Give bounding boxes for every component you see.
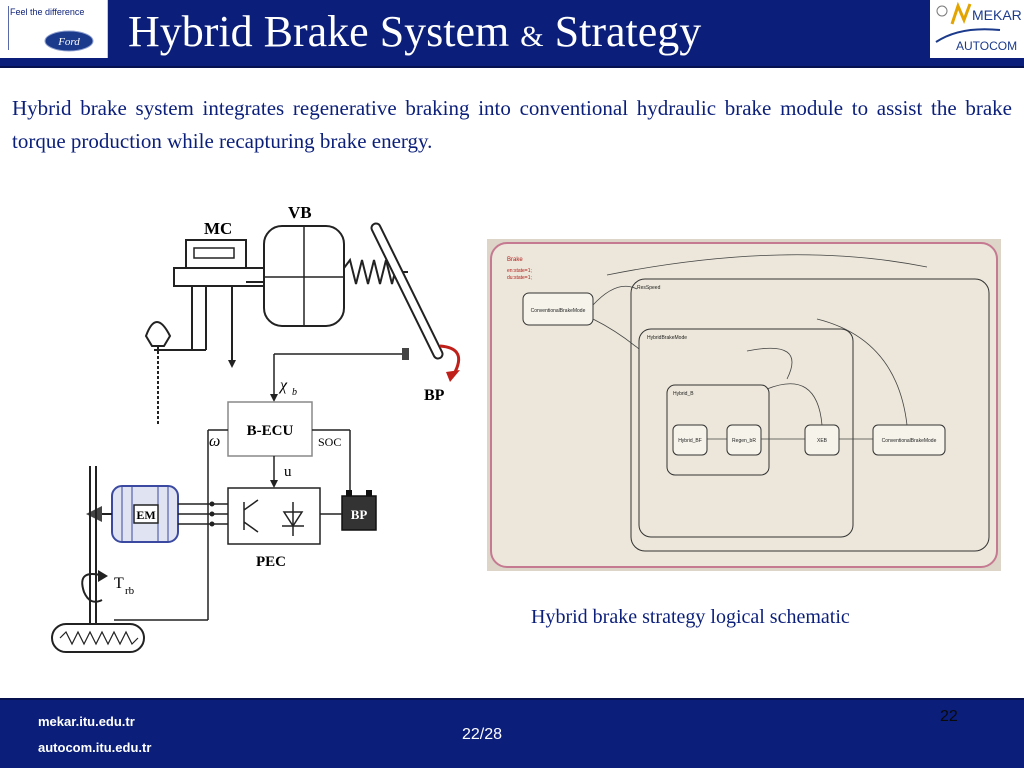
footer-link-mekar[interactable]: mekar.itu.edu.tr [38, 714, 135, 729]
svg-text:du:state=1;: du:state=1; [507, 275, 532, 281]
pushrod-bellows [343, 257, 397, 285]
b-ecu-box [227, 401, 313, 457]
mekar-autocom-logo: MEKAR AUTOCOM [930, 0, 1024, 58]
title-ampersand: & [520, 20, 544, 53]
u-label: u [284, 464, 292, 480]
svg-text:HybridBrakeMode: HybridBrakeMode [647, 335, 687, 341]
svg-text:XEB: XEB [817, 438, 828, 444]
xb-label: χ [278, 377, 288, 394]
slide-footer: mekar.itu.edu.tr autocom.itu.edu.tr 22/2… [0, 698, 1024, 768]
master-cylinder-body [173, 267, 265, 287]
omega-label: ω [209, 433, 220, 450]
ford-oval-icon: Ford [44, 30, 94, 52]
ford-tagline: Feel the difference [10, 7, 85, 17]
svg-text:en:state=1;: en:state=1; [507, 268, 532, 274]
autocom-logo-text: AUTOCOM [956, 39, 1017, 53]
state-conventional-right [872, 424, 946, 456]
torque-arrow-icon [81, 573, 105, 603]
trb-subscript: rb [125, 585, 135, 597]
em-label: EM [136, 508, 155, 522]
mekar-logo-text: MEKAR [972, 7, 1022, 23]
state-resspeed [630, 278, 990, 552]
title-part1: Hybrid Brake System [128, 7, 521, 56]
svg-text:ConventionalBrakeMode: ConventionalBrakeMode [882, 438, 937, 444]
hybrid-brake-system-diagram: MC VB BP χ b B-ECU ω SOC u PEC [51, 203, 461, 653]
pedal-force-arrow-icon [439, 344, 461, 375]
slide-number: 22 [940, 708, 958, 725]
chart-outer-frame [490, 242, 998, 568]
state-conventional [522, 292, 594, 326]
footer-link-autocom[interactable]: autocom.itu.edu.tr [38, 740, 152, 755]
vb-label: VB [288, 203, 312, 222]
b-ecu-label: B-ECU [247, 423, 294, 439]
battery-box [341, 495, 377, 531]
pec-label: PEC [256, 554, 286, 570]
svg-text:Hybrid_B: Hybrid_B [673, 391, 694, 397]
mekar-logo-icon: MEKAR AUTOCOM [935, 1, 1022, 53]
schematic-caption: Hybrid brake strategy logical schematic [531, 606, 850, 628]
ford-logo-divider [8, 6, 9, 50]
trb-label: T [114, 575, 124, 592]
svg-text:ResSpeed: ResSpeed [637, 285, 661, 291]
hybrid-brake-strategy-schematic: Brake en:state=1; du:state=1; Convention… [487, 239, 1001, 571]
svg-text:ConventionalBrakeMode: ConventionalBrakeMode [531, 308, 586, 314]
title-part2: Strategy [543, 7, 702, 56]
page-title: Hybrid Brake System & Strategy [128, 6, 701, 63]
brake-caliper [144, 321, 172, 347]
state-hybrid-mode [638, 328, 854, 538]
svg-text:Regen_bR: Regen_bR [732, 438, 756, 444]
ford-logo: Feel the difference Ford [0, 0, 108, 58]
wheel-tyre [51, 623, 145, 653]
state-regen [726, 424, 762, 456]
soc-label: SOC [318, 435, 341, 449]
state-hybrid-bf [672, 424, 708, 456]
svg-text:Hybrid_BF: Hybrid_BF [678, 438, 702, 444]
brake-pedal-arm [372, 224, 442, 358]
ford-logo-text: Ford [57, 36, 80, 48]
intro-paragraph: Hybrid brake system integrates regenerat… [12, 96, 1012, 153]
pec-box [227, 487, 321, 545]
svg-text:Brake: Brake [507, 257, 523, 263]
slide-header: Feel the difference Ford Hybrid Brake Sy… [0, 0, 1024, 68]
footer-page-indicator: 22/28 [462, 726, 503, 743]
mc-label: MC [204, 219, 232, 238]
xb-subscript: b [292, 387, 297, 398]
battery-label: BP [351, 507, 368, 522]
bp-pedal-label: BP [424, 387, 445, 404]
pedal-sensor [402, 348, 409, 360]
state-hybrid-b [666, 384, 770, 476]
